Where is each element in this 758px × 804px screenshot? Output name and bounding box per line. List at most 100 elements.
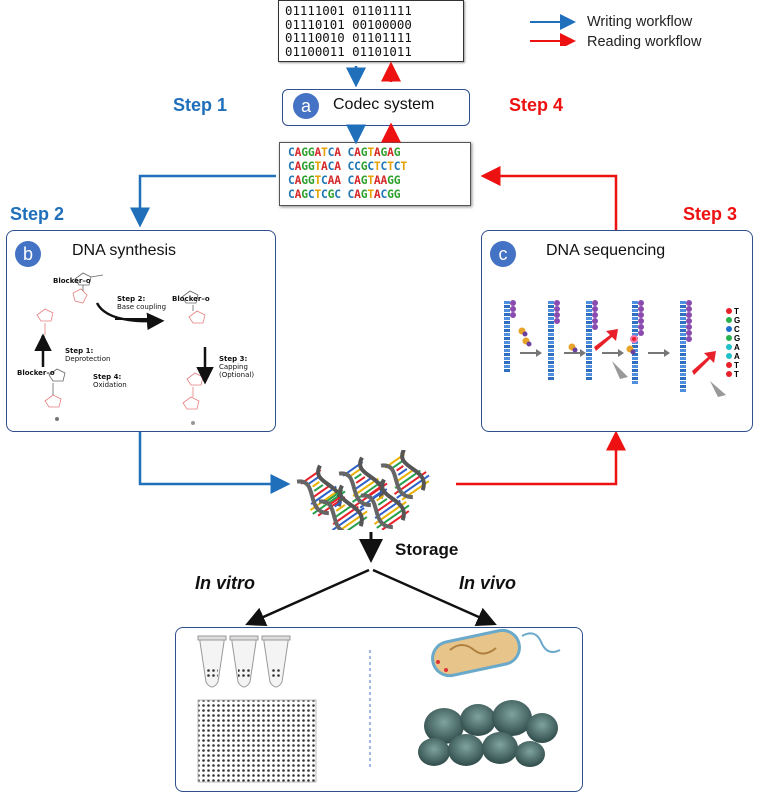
blocker-label-right: Blocker–o — [172, 295, 210, 303]
synthesis-cycle-illustration — [34, 272, 214, 425]
strand-segment — [586, 369, 592, 372]
read-letter: G — [726, 334, 740, 343]
strand-segment — [632, 373, 638, 376]
strand-segment — [586, 321, 592, 324]
step3-chem-text-1: Capping — [219, 363, 248, 371]
legend-reading-label: Reading workflow — [587, 34, 702, 50]
strand-segment — [504, 333, 510, 336]
step3-chem-text-2: (Optional) — [219, 371, 255, 379]
strand-segment — [548, 309, 554, 312]
read-letter: T — [726, 307, 740, 316]
bound-nucleotide — [510, 312, 516, 318]
step3-label: Step 3 — [683, 204, 738, 224]
bound-nucleotide — [592, 306, 598, 312]
blocker-label-bottom: Blocker–o — [17, 369, 55, 377]
read-letter: A — [726, 352, 740, 361]
bound-nucleotide — [592, 318, 598, 324]
step1-chem-title: Step 1: — [65, 347, 94, 355]
bound-nucleotide — [638, 300, 644, 306]
strand-segment — [504, 301, 510, 304]
strand-segment — [632, 361, 638, 364]
bound-nucleotide — [686, 336, 692, 342]
sequence-line: CAGCTCGC CAGTACGG — [288, 188, 401, 201]
step-arrow-head — [664, 349, 670, 357]
molecule-left — [36, 308, 54, 339]
bacterium-icon — [431, 628, 561, 678]
strand-segment — [632, 365, 638, 368]
helix-strand — [296, 464, 346, 517]
codec-label: Codec system — [333, 96, 435, 113]
step1-chem-text: Deprotection — [65, 355, 111, 363]
codec-badge: a — [293, 93, 319, 119]
cell-cluster-icon — [418, 700, 558, 767]
strand-segment — [548, 313, 554, 316]
strand-segment — [586, 361, 592, 364]
sequence-line: CAGGATCA CAGTAGAG — [288, 146, 401, 159]
strand-segment — [548, 353, 554, 356]
strand-segment — [548, 305, 554, 308]
sequencing-illustration — [504, 300, 726, 397]
synthesis-badge: b — [15, 241, 41, 267]
strand-segment — [504, 329, 510, 332]
free-nucleotide — [522, 331, 528, 337]
strand-segment — [680, 357, 686, 360]
light-beam — [612, 361, 628, 379]
in-vivo-arrow — [372, 568, 497, 627]
helix-strand — [360, 478, 410, 530]
molecule-bottom-right — [182, 372, 204, 425]
bound-nucleotide — [592, 324, 598, 330]
strand-segment — [680, 301, 686, 304]
strand-segment — [504, 357, 510, 360]
strand-segment — [548, 349, 554, 352]
in-vitro-arrow — [245, 568, 370, 627]
step2-chem-title: Step 2: — [117, 295, 146, 303]
step1-label: Step 1 — [173, 95, 228, 115]
read-connector-dna-to-sequencing — [456, 430, 626, 486]
dna-helix-storage — [296, 450, 430, 530]
dna-array-chip — [197, 699, 317, 783]
strand-segment — [504, 361, 510, 364]
strand-segment — [548, 365, 554, 368]
strand-segment — [548, 329, 554, 332]
sequence-line: CAGGTACA CCGCTCTCT — [288, 160, 407, 173]
strand-segment — [632, 357, 638, 360]
strand-segment — [548, 325, 554, 328]
bound-nucleotide — [592, 312, 598, 318]
strand-segment — [680, 365, 686, 368]
strand-segment — [548, 337, 554, 340]
strand-segment — [586, 333, 592, 336]
strand-segment — [586, 349, 592, 352]
strand-segment — [632, 309, 638, 312]
bound-nucleotide — [686, 306, 692, 312]
step-arrow-head — [536, 349, 542, 357]
strand-segment — [548, 317, 554, 320]
strand-segment — [586, 337, 592, 340]
strand-segment — [586, 341, 592, 344]
binary-data-text: 01111001 01101111 01110101 00100000 0111… — [285, 3, 412, 59]
strand-segment — [548, 333, 554, 336]
step-arrow-head — [618, 349, 624, 357]
strand-segment — [548, 345, 554, 348]
read-letter: T — [726, 361, 740, 370]
strand-segment — [680, 305, 686, 308]
bound-nucleotide — [554, 300, 560, 306]
strand-segment — [632, 377, 638, 380]
strand-segment — [680, 313, 686, 316]
legend-writing-label: Writing workflow — [587, 14, 693, 30]
strand-segment — [680, 369, 686, 372]
strand-segment — [586, 357, 592, 360]
light-beam — [710, 381, 726, 397]
strand-segment — [548, 301, 554, 304]
strand-segment — [586, 305, 592, 308]
bound-nucleotide — [686, 312, 692, 318]
bound-nucleotide — [510, 300, 516, 306]
strand-segment — [548, 341, 554, 344]
strand-segment — [586, 365, 592, 368]
strand-segment — [632, 329, 638, 332]
strand-segment — [504, 305, 510, 308]
binary-data-box: 01111001 01101111 01110101 00100000 0111… — [278, 0, 464, 62]
